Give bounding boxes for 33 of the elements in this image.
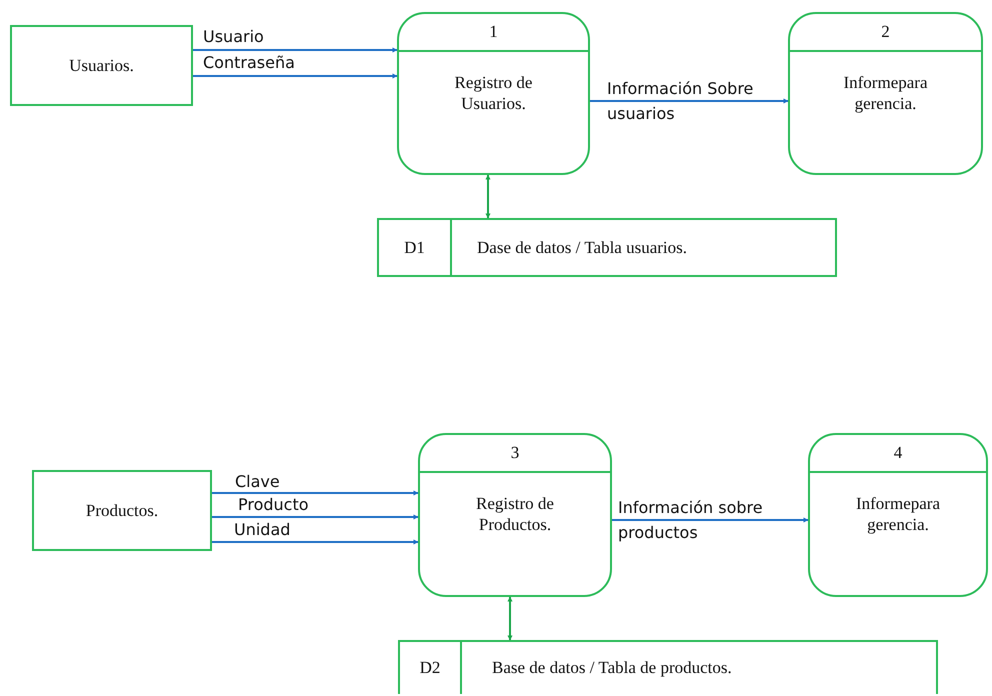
arrow — [508, 596, 512, 640]
process-number: 1 — [489, 21, 498, 43]
process-name: Registro de Productos. — [475, 493, 555, 536]
data-store-id: D2 — [420, 657, 440, 679]
process-number: 4 — [894, 442, 902, 464]
arrow — [612, 518, 808, 522]
process-number: 2 — [881, 21, 890, 43]
arrow — [212, 490, 418, 496]
arrow — [212, 514, 418, 520]
external-entity-box — [10, 25, 193, 106]
data-store-name: Dase de datos / Tabla usuarios. — [477, 236, 688, 258]
edge-label: Información sobre productos — [618, 497, 764, 544]
arrow — [486, 174, 490, 218]
data-store-box — [377, 218, 837, 277]
process-box — [418, 433, 612, 597]
external-entity-box — [32, 470, 212, 551]
process-number: 3 — [510, 442, 520, 464]
arrow — [193, 48, 398, 52]
process-name: Registro de Usuarios. — [454, 72, 534, 114]
entity-name: Productos. — [86, 500, 158, 522]
process-name: Informepara gerencia. — [854, 493, 941, 536]
arrow — [590, 98, 788, 104]
data-store-id: D1 — [404, 236, 425, 258]
data-store-box — [398, 640, 938, 694]
data-store-name: Base de datos / Tabla de productos. — [492, 657, 732, 679]
arrow — [212, 540, 418, 544]
process-name: Informepara gerencia. — [842, 72, 928, 114]
process-box — [397, 12, 590, 175]
process-box — [808, 433, 988, 597]
entity-name: Usuarios. — [69, 54, 134, 76]
process-box — [788, 12, 983, 175]
edge-label: Información Sobre usuarios — [607, 78, 754, 125]
arrow — [193, 74, 398, 78]
